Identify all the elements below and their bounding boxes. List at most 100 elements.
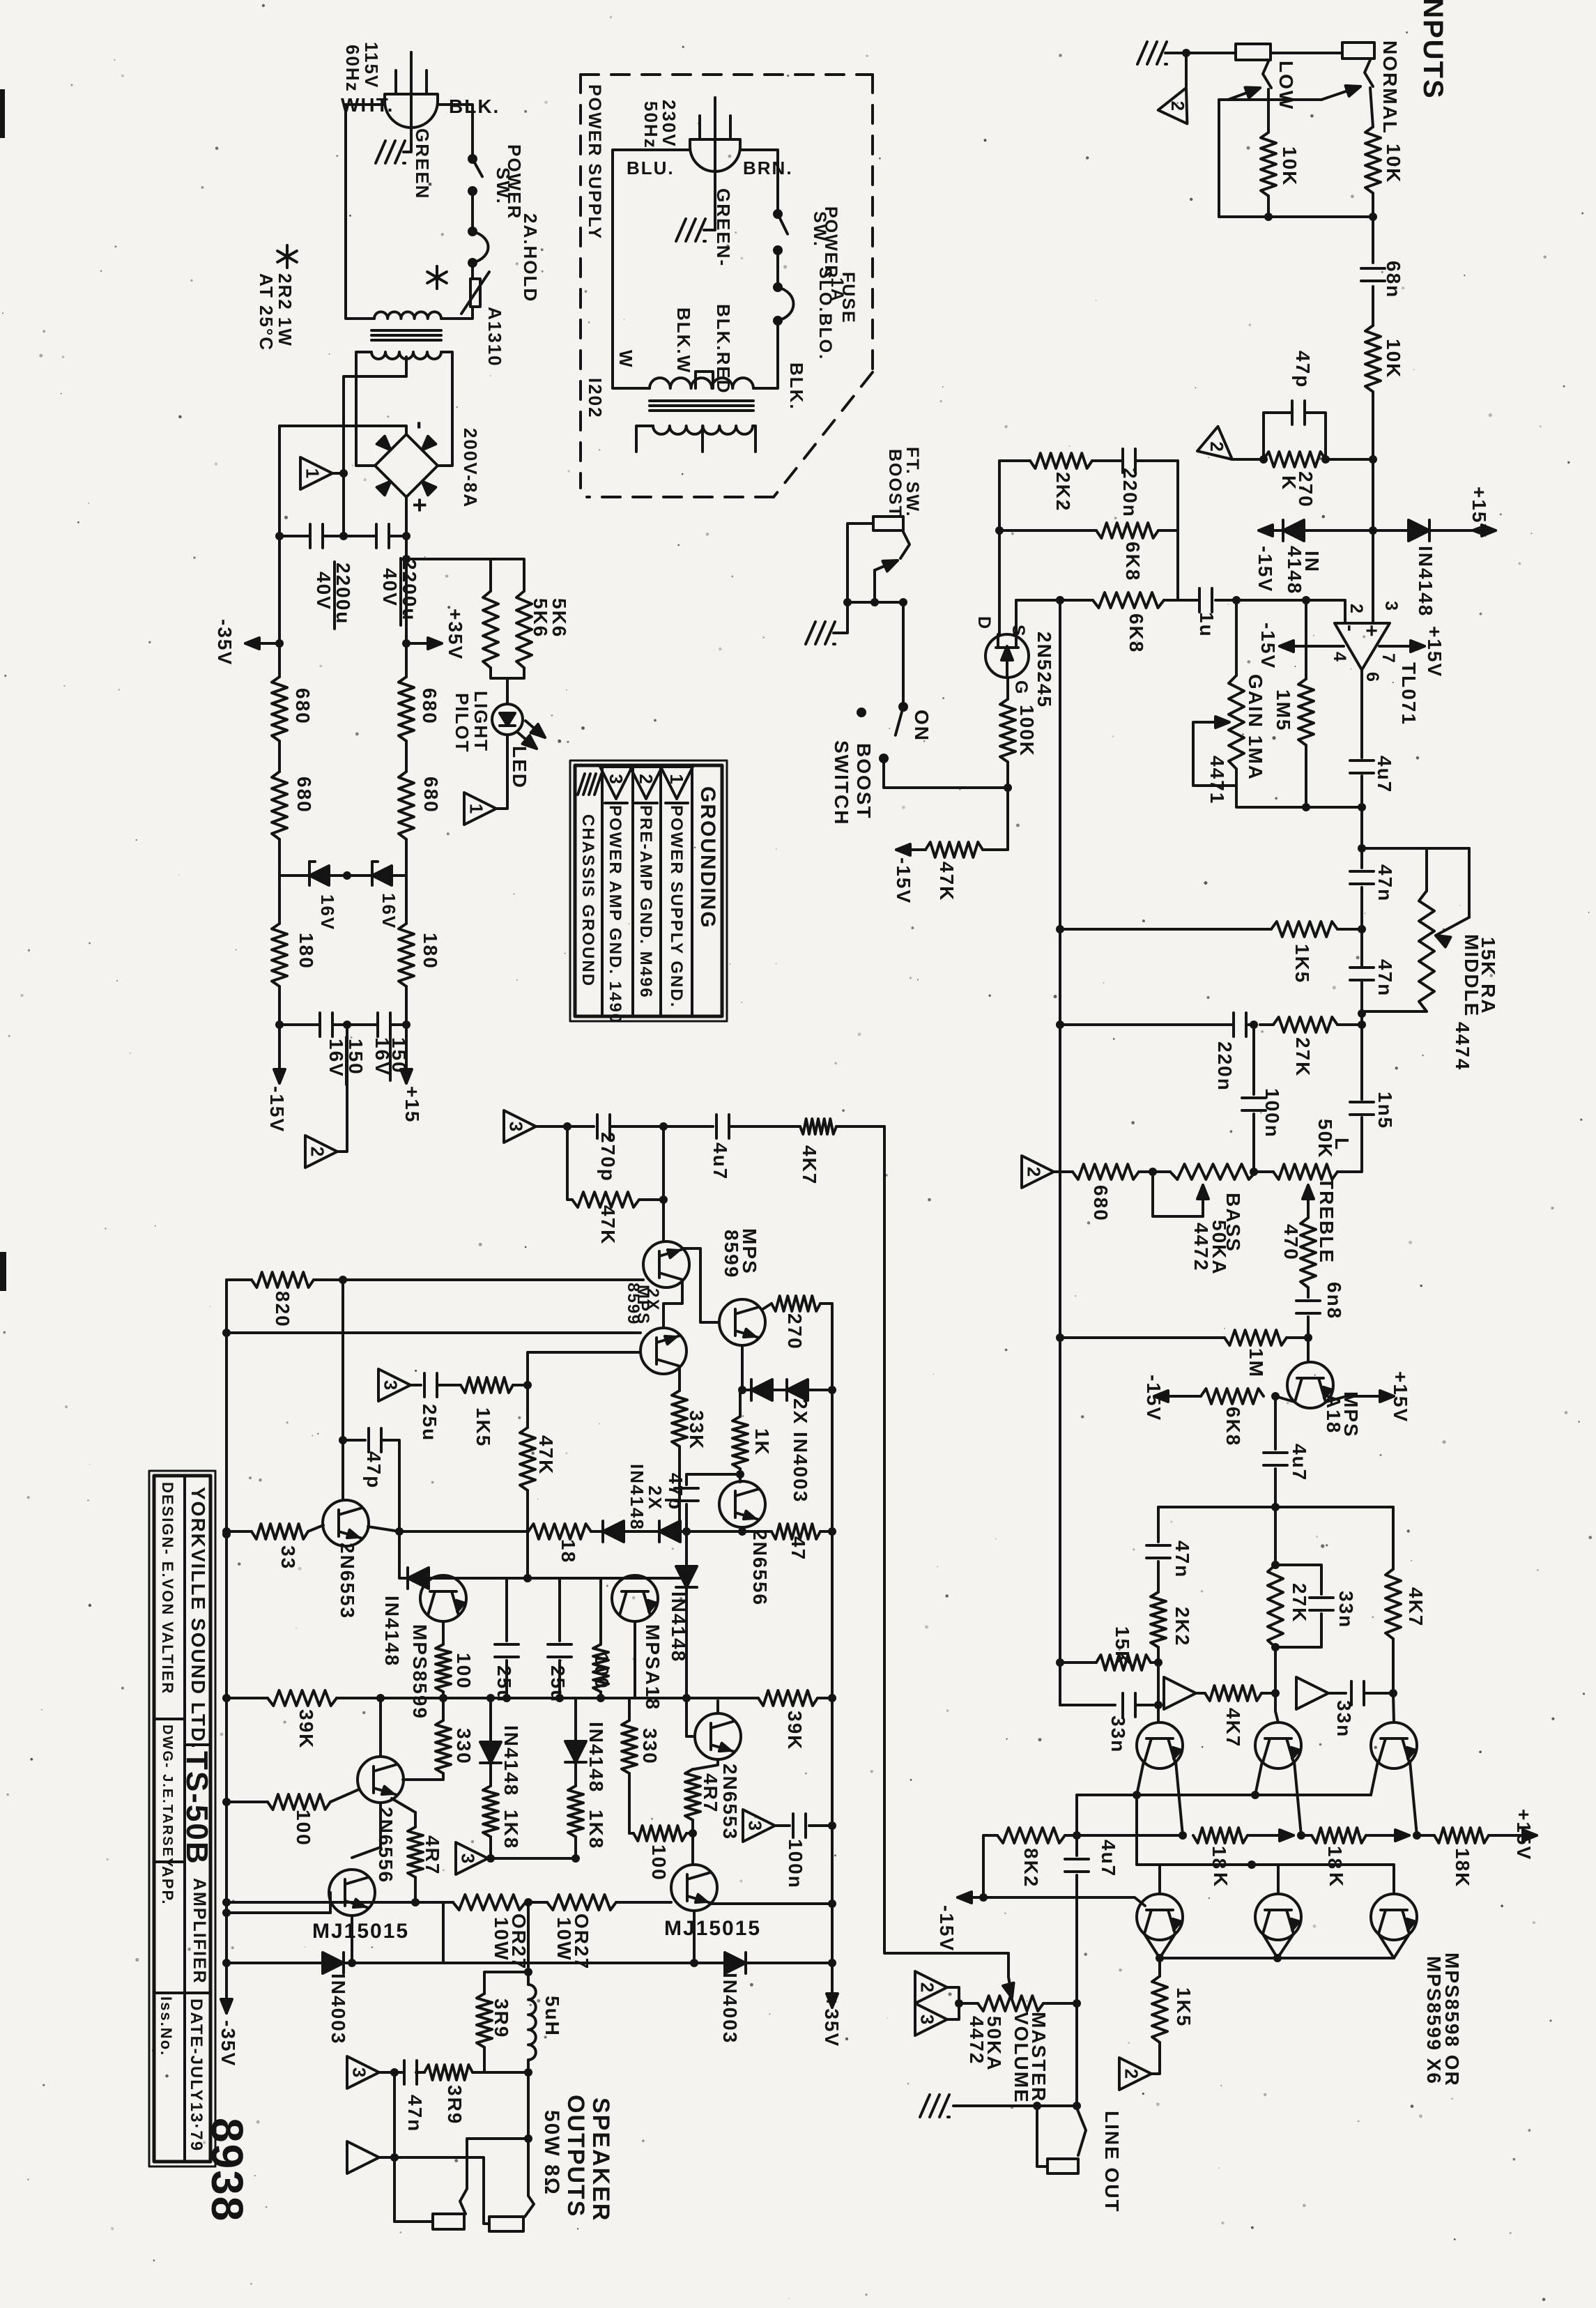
ground-triangle-number: 1 — [302, 468, 323, 478]
scan-speckle — [948, 1992, 952, 1996]
schematic-path — [527, 1522, 592, 1541]
scan-speckle — [1563, 385, 1565, 388]
scan-speckle — [1248, 323, 1251, 326]
schematic-label: 4 — [1330, 652, 1349, 663]
schematic-path — [1384, 1568, 1402, 1640]
schematic-label: G — [1011, 680, 1031, 695]
schematic-label: 100K — [1016, 705, 1038, 757]
schematic-path — [519, 1426, 537, 1492]
schematic-path — [479, 1741, 502, 1764]
schematic-path — [482, 1785, 500, 1838]
schematic-label: 15K RA — [1478, 937, 1499, 1015]
scan-speckle — [910, 1778, 912, 1781]
junction-dot — [1259, 455, 1268, 464]
scan-speckle — [43, 330, 46, 333]
ground-triangle-number: 2 — [1023, 1167, 1044, 1177]
scan-speckle — [202, 2141, 206, 2144]
schematic-path — [601, 1520, 625, 1543]
schematic-path — [670, 1389, 689, 1448]
schematic-path — [278, 425, 408, 436]
component-box — [148, 1469, 217, 2168]
schematic-label: VOLUME — [1011, 2012, 1032, 2104]
scan-speckle — [114, 245, 117, 248]
scan-speckle — [1410, 2104, 1414, 2108]
schematic-path — [1321, 1385, 1333, 1400]
schematic-label: INPUTS — [1418, 0, 1448, 100]
scan-speckle — [39, 353, 43, 358]
schematic-label: +15V — [1468, 487, 1490, 538]
schematic-path — [1299, 1216, 1317, 1289]
schematic-label: BLK. — [786, 362, 807, 411]
schematic-path — [946, 2002, 960, 2021]
schematic-path — [1262, 450, 1327, 468]
scan-speckle — [1321, 1544, 1325, 1548]
scan-speckle — [381, 1878, 383, 1880]
scan-speckle — [88, 503, 90, 504]
component-circle — [321, 1499, 370, 1547]
schematic-label: LINE OUT — [1101, 2111, 1123, 2213]
schematic-path — [351, 1801, 382, 1859]
junction-dot — [376, 1694, 385, 1702]
schematic-label: - — [407, 421, 436, 431]
schematic-path — [463, 791, 498, 826]
schematic-label: MPSA18 — [642, 1624, 663, 1711]
schematic-path — [1071, 1163, 1140, 1181]
scan-speckle — [1241, 733, 1244, 735]
scan-speckle — [1004, 425, 1008, 429]
schematic-path — [1405, 1745, 1417, 1760]
schematic-path — [397, 770, 415, 841]
scan-speckle — [431, 1481, 434, 1484]
scan-speckle — [524, 109, 528, 113]
junction-dot — [1273, 1954, 1282, 1962]
schematic-path — [564, 1740, 588, 1764]
schematic-label: IN4148 — [585, 1722, 607, 1793]
scan-speckle — [937, 1566, 939, 1568]
schematic-path — [1377, 1737, 1387, 1764]
schematic-path — [684, 217, 697, 243]
schematic-label: 270 — [784, 1313, 806, 1350]
schematic-path — [1091, 591, 1165, 609]
schematic-label: 25u — [547, 1665, 569, 1703]
schematic-path — [266, 1793, 332, 1811]
schematic-path — [482, 590, 500, 669]
schematic-path — [374, 139, 387, 165]
schematic-path — [571, 1191, 640, 1209]
scan-speckle — [1351, 194, 1354, 199]
schematic-label: S — [1008, 625, 1028, 638]
scan-speckle — [447, 606, 451, 609]
schematic-label: 47n — [1172, 1541, 1193, 1578]
scan-speckle — [535, 252, 537, 254]
schematic-label: POWER — [504, 144, 525, 220]
scan-speckle — [317, 1432, 319, 1435]
schematic-label: IN — [1301, 551, 1323, 573]
scan-speckle — [209, 1306, 211, 1308]
junction-dot — [1321, 455, 1330, 464]
schematic-path — [731, 1415, 749, 1470]
schematic-label: 150 — [388, 1037, 410, 1074]
scan-speckle — [1224, 1328, 1225, 1329]
schematic-path — [398, 1530, 408, 1580]
schematic-path — [270, 922, 289, 988]
scan-speckle — [1588, 1536, 1593, 1540]
scan-speckle — [939, 399, 942, 403]
schematic-path — [373, 310, 443, 320]
scan-speckle — [1015, 823, 1020, 827]
scan-speckle — [946, 1709, 949, 1712]
scan-speckle — [1208, 1897, 1210, 1900]
schematic-label: -15V — [266, 1086, 288, 1133]
schematic-path — [770, 1522, 822, 1541]
scan-speckle — [187, 1947, 191, 1951]
schematic-label: 100n — [1261, 1088, 1283, 1138]
schematic-path — [1305, 411, 1327, 461]
schematic-path — [346, 2140, 381, 2175]
junction-dot — [828, 1386, 836, 1394]
schematic-label: 6K8 — [1126, 613, 1147, 653]
scan-speckle — [988, 994, 991, 997]
schematic-label: 100 — [648, 1844, 670, 1881]
schematic-path — [804, 620, 817, 645]
schematic-label: MPS — [739, 1228, 760, 1275]
scan-speckle — [111, 2226, 114, 2231]
schematic-path — [377, 1368, 412, 1403]
scan-speckle — [165, 2074, 169, 2078]
